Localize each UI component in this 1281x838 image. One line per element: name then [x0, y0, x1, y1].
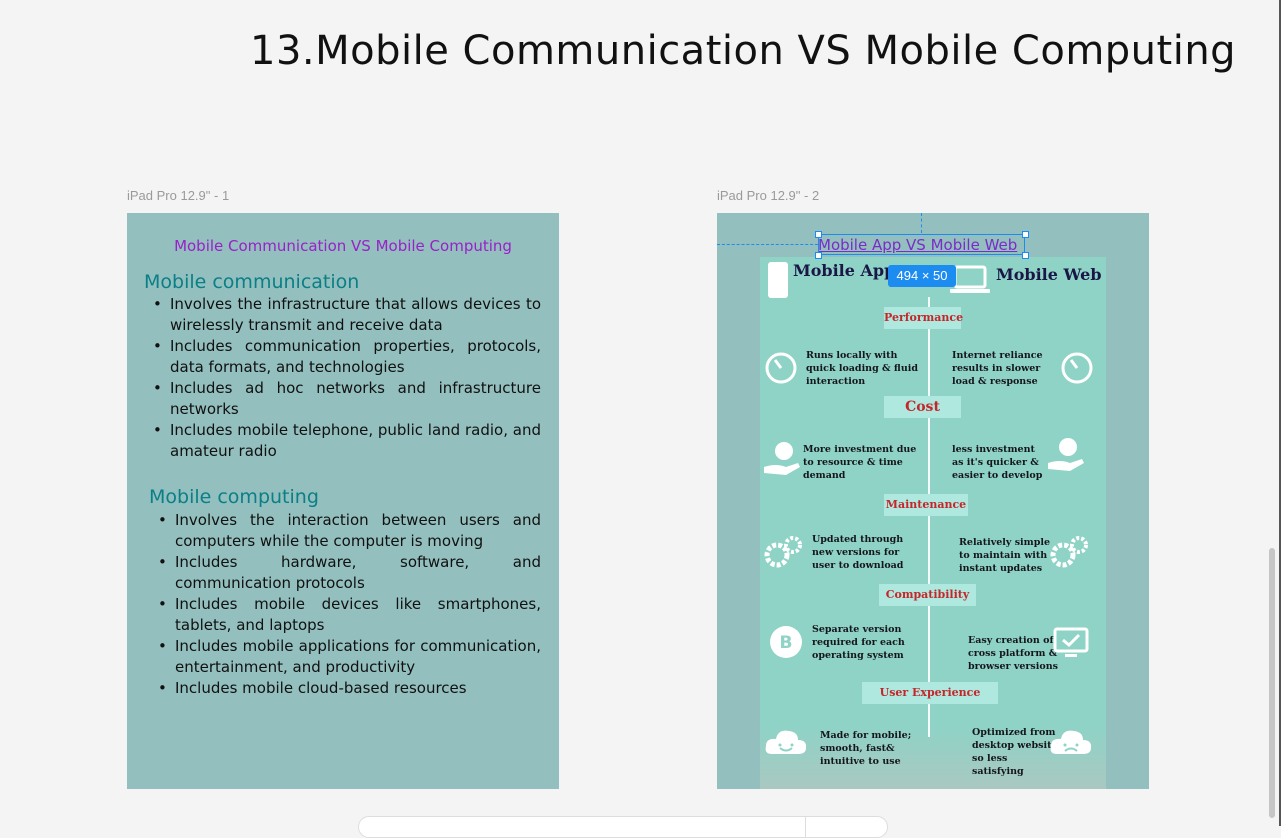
frame-label-1[interactable]: iPad Pro 12.9" - 1 — [127, 188, 230, 203]
infographic-divider — [928, 297, 930, 737]
window-edge — [1279, 0, 1281, 826]
alignment-guide-horizontal — [717, 244, 818, 245]
pill-user-experience: User Experience — [862, 682, 998, 704]
monitor-check-icon — [1053, 627, 1089, 657]
timer-icon — [765, 352, 797, 384]
pill-performance: Performance — [884, 307, 963, 329]
infographic-left-heading: Mobile App — [793, 261, 896, 280]
list-item: Includes mobile cloud-based resources — [158, 678, 541, 699]
artboard-ipad-1[interactable]: Mobile Communication VS Mobile Computing… — [127, 213, 559, 789]
infographic-image[interactable]: Mobile App Mobile Web Performance Runs l… — [760, 257, 1106, 789]
list-item: Includes communication properties, proto… — [153, 336, 541, 378]
maintenance-web-text: Relatively simple to maintain with insta… — [959, 537, 1051, 574]
section-heading-communication[interactable]: Mobile communication — [144, 271, 360, 293]
size-badge: 494 × 50 — [888, 265, 956, 287]
ux-web-text: Optimized from desktop website so less s… — [972, 727, 1058, 777]
resize-handle-bottom-right[interactable] — [1022, 252, 1029, 259]
resize-handle-top-left[interactable] — [815, 231, 822, 238]
timer-icon — [1061, 352, 1093, 384]
phone-icon — [768, 262, 788, 298]
frame-title[interactable]: Mobile Communication VS Mobile Computing — [174, 237, 512, 255]
performance-app-text: Runs locally with quick loading & fluid … — [806, 350, 918, 387]
list-item: Includes mobile telephone, public land r… — [153, 420, 541, 462]
svg-text:B: B — [780, 633, 793, 653]
pill-cost: Cost — [884, 396, 961, 418]
bullet-list-computing[interactable]: Involves the interaction between users a… — [158, 510, 541, 699]
alignment-guide-vertical — [921, 213, 922, 233]
pill-compatibility: Compatibility — [879, 584, 976, 606]
performance-web-text: Internet reliance results in slower load… — [952, 350, 1043, 387]
list-item: Includes mobile devices like smartphones… — [158, 594, 541, 636]
section-heading-computing[interactable]: Mobile computing — [149, 486, 319, 508]
page-title: 13.Mobile Communication VS Mobile Comput… — [250, 28, 1237, 74]
toolbar-divider — [805, 817, 806, 837]
b-badge-icon: B — [770, 626, 802, 658]
compatibility-web-text: Easy creation of cross platform & browse… — [968, 635, 1058, 672]
happy-cloud-icon — [765, 730, 807, 754]
money-hand-icon — [764, 442, 800, 475]
bullet-list-communication[interactable]: Involves the infrastructure that allows … — [153, 294, 541, 462]
selected-text-layer[interactable]: Mobile App VS Mobile Web — [818, 236, 1018, 254]
cost-web-text: less investment as it's quicker & easier… — [952, 444, 1043, 481]
selection-box[interactable] — [818, 234, 1025, 255]
infographic-right-heading: Mobile Web — [996, 265, 1102, 284]
list-item: Includes mobile applications for communi… — [158, 636, 541, 678]
gears-icon — [764, 536, 802, 568]
vertical-scrollbar[interactable] — [1269, 548, 1275, 818]
compatibility-app-text: Separate version required for each opera… — [812, 624, 905, 661]
frame-label-2[interactable]: iPad Pro 12.9" - 2 — [717, 188, 820, 203]
sad-cloud-icon — [1050, 730, 1092, 754]
gears-icon — [1050, 536, 1088, 568]
artboard-ipad-2[interactable]: Mobile App Mobile Web Performance Runs l… — [717, 213, 1149, 789]
list-item: Involves the interaction between users a… — [158, 510, 541, 552]
list-item: Involves the infrastructure that allows … — [153, 294, 541, 336]
bottom-toolbar[interactable] — [358, 816, 888, 838]
list-item: Includes hardware, software, and communi… — [158, 552, 541, 594]
pill-maintenance: Maintenance — [884, 494, 968, 516]
cost-app-text: More investment due to resource & time d… — [803, 444, 917, 481]
money-hand-icon — [1048, 438, 1084, 471]
maintenance-app-text: Updated through new versions for user to… — [812, 534, 904, 571]
ux-app-text: Made for mobile; smooth, fast& intuitive… — [820, 730, 912, 767]
resize-handle-bottom-left[interactable] — [815, 252, 822, 259]
resize-handle-top-right[interactable] — [1022, 231, 1029, 238]
list-item: Includes ad hoc networks and infrastruct… — [153, 378, 541, 420]
